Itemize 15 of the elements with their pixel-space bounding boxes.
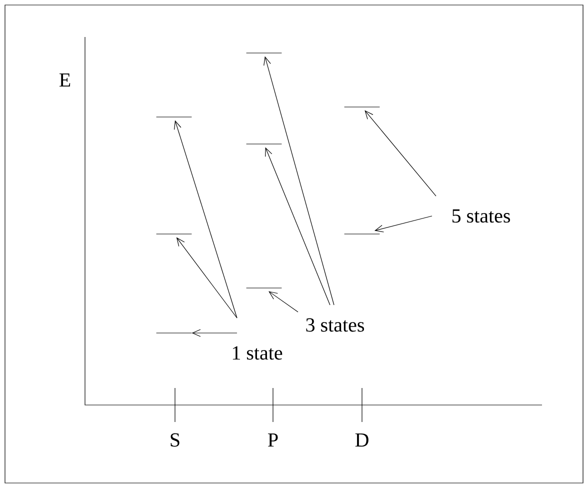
leader-line <box>176 237 238 318</box>
axis-label: D <box>355 433 368 447</box>
leader-line <box>268 291 298 312</box>
leader-line <box>364 110 436 196</box>
axis-label: S <box>170 433 180 447</box>
state-count-label: 5 states <box>452 209 510 223</box>
leader-line <box>265 147 330 306</box>
leader-line <box>264 56 334 306</box>
leader-line <box>374 216 432 232</box>
axis-label: P <box>268 433 278 447</box>
state-count-label: 1 state <box>232 346 282 360</box>
leader-line <box>174 120 238 318</box>
state-count-label: 3 states <box>306 318 364 332</box>
axis-label: E <box>59 73 70 87</box>
leader-line <box>192 329 238 337</box>
